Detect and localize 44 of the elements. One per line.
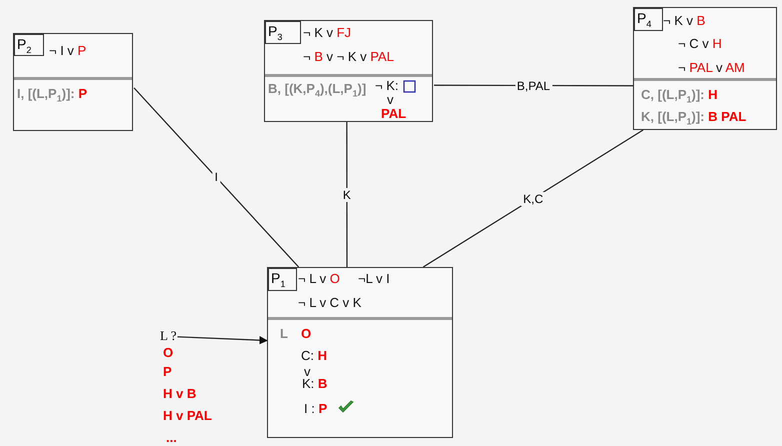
clause-text: C: H: [301, 348, 328, 364]
process-box: [267, 267, 453, 438]
clause-text: PAL: [381, 106, 406, 122]
clause-text: K: B: [302, 376, 328, 392]
clause-text: I : P: [304, 401, 328, 417]
candidate-value: H v B: [163, 386, 196, 401]
bound-label: K, [(L,P$_{1}$)]: B PAL: [641, 109, 746, 129]
clause-text: ¬L v I: [358, 271, 390, 287]
process-label: P$_{3}$: [265, 21, 301, 44]
connector-line: [346, 122, 348, 267]
clause-text: ¬ PAL v AM: [678, 60, 745, 76]
clause-text: ¬ L v O: [298, 271, 340, 287]
candidate-value: O: [163, 345, 174, 360]
clause-text: O: [301, 326, 312, 342]
process-box: [13, 33, 133, 131]
bound-label: L: [280, 326, 288, 342]
edge-label: I: [212, 170, 220, 184]
process-box: [633, 7, 777, 130]
candidate-value: ...: [166, 430, 177, 445]
process-box: [264, 20, 433, 122]
edge-label: B,PAL: [514, 78, 552, 92]
process-label: P$_{2}$: [14, 34, 44, 56]
clause-text: ¬ K v B: [663, 13, 706, 29]
bound-label: C, [(L,P$_{1}$)]: H: [641, 87, 718, 107]
candidate-value: H v PAL: [163, 408, 212, 423]
clause-text: ¬ K v FJ: [303, 25, 352, 41]
connector-line: [134, 87, 300, 268]
query-text: L ?: [160, 328, 176, 344]
arrow: [177, 336, 268, 344]
clause-text: v: [387, 92, 394, 108]
clause-text: ¬ B v ¬ K v PAL: [303, 49, 394, 65]
candidate-value: P: [163, 364, 172, 379]
bound-label: B, [(K,P$_{4}$),(L,P$_{1}$)]: [268, 81, 366, 101]
edge-label: K,C: [521, 192, 546, 206]
process-label: P$_{4}$: [634, 8, 663, 31]
clause-text: ¬ C v H: [678, 36, 722, 52]
connector-line: [422, 130, 644, 268]
clause-text: ¬ K:: [375, 78, 398, 94]
clause-text: ¬ L v C v K: [298, 295, 362, 311]
clause-text: v: [304, 364, 310, 379]
edge-label: K: [340, 188, 353, 202]
process-label: P$_{1}$: [268, 268, 297, 291]
clause-text: ¬ I v P: [49, 43, 86, 59]
bound-label: I, [(L,P$_{1}$)]: P: [17, 86, 88, 106]
